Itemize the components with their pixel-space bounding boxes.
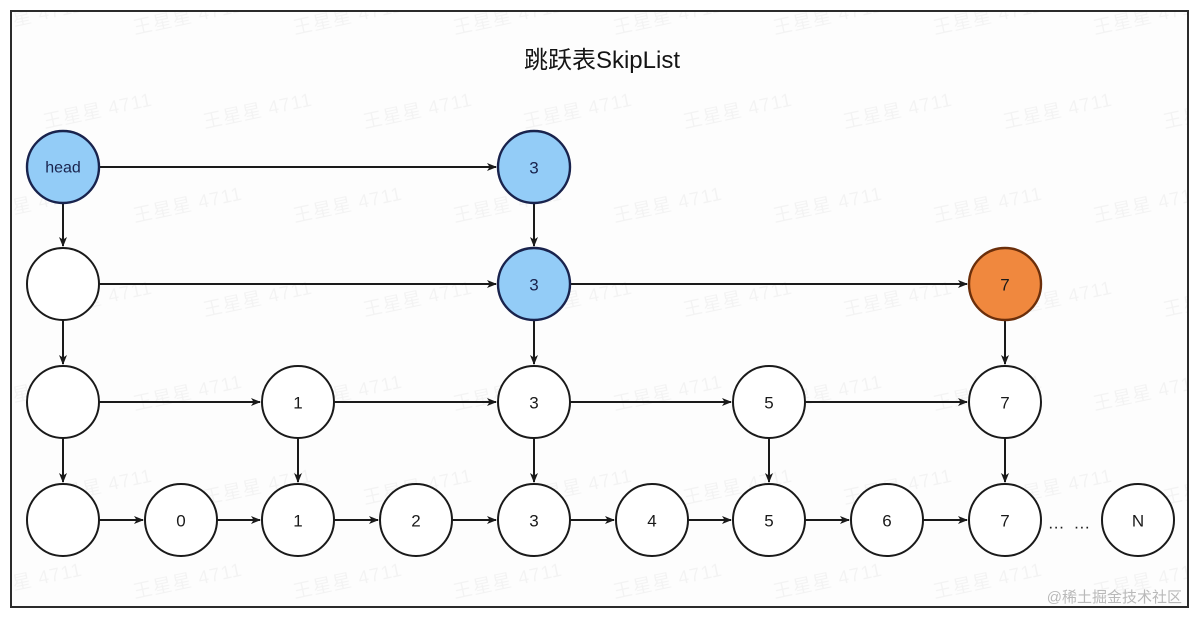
node-circle bbox=[26, 365, 100, 439]
node-label: 6 bbox=[882, 512, 891, 531]
node-label: 7 bbox=[1000, 512, 1009, 531]
node-circle bbox=[497, 483, 571, 557]
skiplist-node[interactable]: 6 bbox=[850, 483, 924, 557]
skiplist-node[interactable]: 1 bbox=[261, 365, 335, 439]
node-circle bbox=[496, 246, 572, 322]
edges-layer bbox=[59, 163, 1009, 524]
skiplist-node[interactable]: 5 bbox=[732, 483, 806, 557]
node-label: 0 bbox=[176, 512, 185, 531]
skiplist-node[interactable] bbox=[26, 365, 100, 439]
skiplist-node[interactable]: 0 bbox=[144, 483, 218, 557]
node-label: head bbox=[45, 160, 81, 177]
skiplist-node[interactable]: 3 bbox=[497, 365, 571, 439]
skiplist-node[interactable]: 7 bbox=[967, 246, 1043, 322]
skiplist-node[interactable]: 5 bbox=[732, 365, 806, 439]
page-title: 跳跃表SkipList bbox=[523, 47, 681, 74]
node-label: 7 bbox=[1000, 276, 1009, 295]
skiplist-node[interactable]: 3 bbox=[497, 483, 571, 557]
node-circle bbox=[497, 365, 571, 439]
skiplist-node[interactable]: 7 bbox=[968, 483, 1042, 557]
skiplist-node[interactable]: 7 bbox=[968, 365, 1042, 439]
skiplist-node[interactable]: N bbox=[1101, 483, 1175, 557]
skiplist-node[interactable]: 3 bbox=[496, 129, 572, 205]
skiplist-node[interactable]: 4 bbox=[615, 483, 689, 557]
node-circle bbox=[1101, 483, 1175, 557]
skiplist-node[interactable]: 2 bbox=[379, 483, 453, 557]
node-label: 2 bbox=[411, 512, 420, 531]
node-label: 3 bbox=[529, 512, 538, 531]
node-circle bbox=[732, 365, 806, 439]
skiplist-node[interactable]: head bbox=[25, 129, 101, 205]
node-circle bbox=[144, 483, 218, 557]
node-label: 7 bbox=[1000, 394, 1009, 413]
node-label: 4 bbox=[647, 512, 656, 531]
node-label: 3 bbox=[529, 276, 538, 295]
skiplist-node[interactable]: 1 bbox=[261, 483, 335, 557]
node-label: 5 bbox=[764, 512, 773, 531]
node-circle bbox=[261, 483, 335, 557]
skiplist-node[interactable] bbox=[26, 247, 100, 321]
node-label: 1 bbox=[293, 394, 302, 413]
node-circle bbox=[967, 246, 1043, 322]
node-circle bbox=[379, 483, 453, 557]
skiplist-node[interactable] bbox=[26, 483, 100, 557]
node-circle bbox=[496, 129, 572, 205]
node-label: N bbox=[1132, 512, 1144, 531]
node-circle bbox=[968, 483, 1042, 557]
node-circle bbox=[261, 365, 335, 439]
node-circle bbox=[26, 483, 100, 557]
node-label: 1 bbox=[293, 512, 302, 531]
node-circle bbox=[25, 129, 101, 205]
node-label: 5 bbox=[764, 394, 773, 413]
node-circle bbox=[26, 247, 100, 321]
credit-watermark: @稀土掘金技术社区 bbox=[1046, 589, 1182, 606]
annotations-layer: … … bbox=[1048, 514, 1093, 533]
node-circle bbox=[968, 365, 1042, 439]
node-circle bbox=[850, 483, 924, 557]
node-circle bbox=[615, 483, 689, 557]
node-label: 3 bbox=[529, 159, 538, 178]
node-circle bbox=[732, 483, 806, 557]
node-label: 3 bbox=[529, 394, 538, 413]
ellipsis-annotation: … … bbox=[1048, 514, 1093, 533]
skiplist-node[interactable]: 3 bbox=[496, 246, 572, 322]
